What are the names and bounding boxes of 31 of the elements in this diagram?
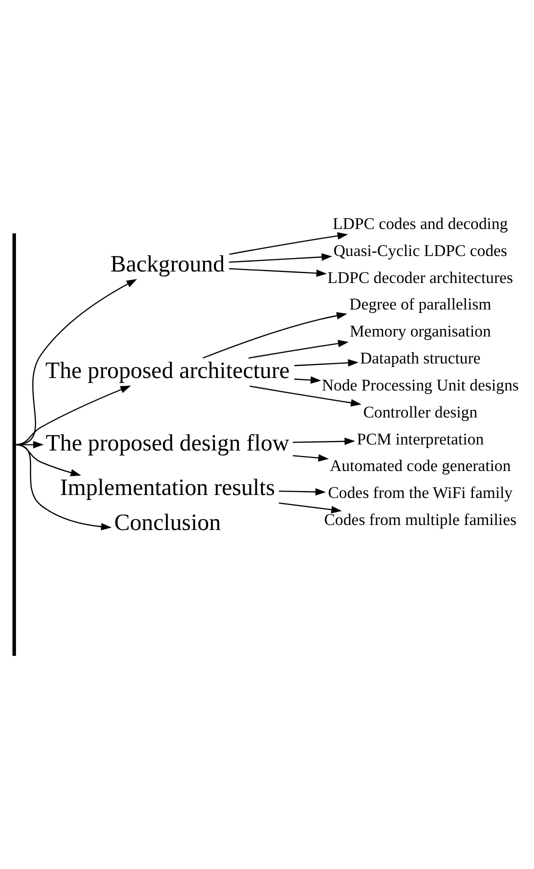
arrow	[15, 444, 112, 530]
node-text: Memory organisation	[350, 321, 491, 340]
node-text: Automated code generation	[330, 456, 511, 475]
node-text: The proposed architecture	[45, 357, 290, 384]
arrow	[228, 268, 327, 276]
node-text: LDPC decoder architectures	[328, 267, 514, 286]
node-text: Codes from the WiFi family	[328, 482, 513, 502]
node-text: Node Processing Unit designs	[322, 374, 519, 394]
node-text: Background	[110, 250, 225, 277]
arrow	[202, 312, 348, 358]
node-text: LDPC codes and decoding	[332, 213, 508, 232]
node-text: Controller design	[363, 402, 478, 421]
node-text: Conclusion	[114, 510, 221, 536]
node-text: Implementation results	[60, 474, 276, 500]
arrow	[248, 339, 349, 358]
arrow	[229, 232, 348, 254]
arrow	[294, 358, 359, 366]
arrow	[294, 376, 322, 384]
node-text: Datapath structure	[360, 348, 481, 368]
arrow	[278, 488, 326, 496]
node-text: Degree of parallelism	[349, 294, 492, 314]
arrow	[228, 252, 332, 262]
node-text: PCM interpretation	[356, 428, 484, 448]
arrow	[250, 385, 362, 406]
arrow	[278, 502, 342, 513]
node-bar	[12, 232, 16, 656]
arrow	[292, 437, 356, 445]
arrow	[292, 454, 329, 462]
node-text: The proposed design flow	[46, 430, 290, 456]
node-text: Codes from multiple families	[324, 510, 517, 529]
node-text: Quasi-Cyclic LDPC codes	[333, 240, 508, 260]
